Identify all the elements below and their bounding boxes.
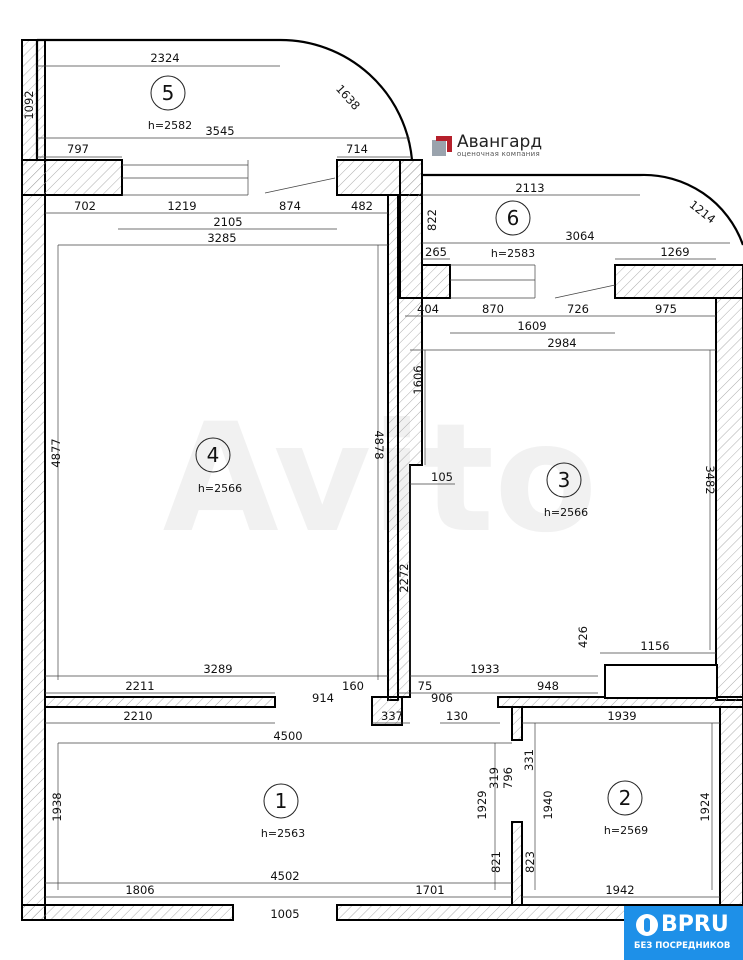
- watermark: Avito: [163, 392, 598, 566]
- room-4: 4 h=2566: [195, 437, 242, 495]
- dim-label: 426: [576, 626, 590, 648]
- dim-label: 4502: [270, 869, 299, 883]
- room-1: 1 h=2563: [261, 783, 305, 840]
- room-height: h=2563: [261, 827, 305, 840]
- dim-label: 2105: [213, 215, 242, 229]
- dim-label: 4500: [273, 729, 302, 743]
- dim-label: 3285: [207, 231, 236, 245]
- dim-label: 2211: [125, 679, 154, 693]
- dim-label: 319: [487, 767, 501, 789]
- room-number: 3: [558, 468, 571, 492]
- dim-label: 1701: [415, 883, 444, 897]
- dim-label: 2984: [547, 336, 576, 350]
- avangard-logo-icon: [432, 136, 452, 156]
- dim-label: 1806: [125, 883, 154, 897]
- dim-label: 1606: [411, 365, 425, 394]
- dim-label: 797: [67, 142, 89, 156]
- dim-label: 1939: [607, 709, 636, 723]
- dim-label: 1005: [270, 907, 299, 921]
- dim-label: 823: [523, 851, 537, 873]
- dim-label: 2272: [397, 563, 411, 592]
- logo-title: Авангард: [457, 132, 543, 152]
- dim-label: 714: [346, 142, 368, 156]
- badge-title: BPRU: [661, 912, 729, 937]
- dimension-labels: 2324 1092 1638 3545 797 714 702 1219 874…: [22, 51, 718, 921]
- dim-label: 3545: [205, 124, 234, 138]
- room-number: 2: [619, 786, 632, 810]
- dim-label: 821: [489, 851, 503, 873]
- dim-label: 160: [342, 679, 364, 693]
- room-height: h=2569: [604, 824, 648, 837]
- room-5: 5 h=2582: [148, 75, 192, 132]
- dim-label: 2324: [150, 51, 179, 65]
- room-6: 6 h=2583: [491, 200, 535, 260]
- dim-label: 265: [425, 245, 447, 259]
- dim-label: 4877: [49, 438, 63, 467]
- dim-label: 975: [655, 302, 677, 316]
- dim-label: 914: [312, 691, 334, 705]
- dim-label: 1609: [517, 319, 546, 333]
- room-height: h=2582: [148, 119, 192, 132]
- badge-subtitle: БЕЗ ПОСРЕДНИКОВ: [634, 941, 731, 951]
- walls: [21, 38, 743, 921]
- dim-label: 3289: [203, 662, 232, 676]
- dim-label: 3482: [703, 465, 717, 494]
- dim-label: 1940: [541, 790, 555, 819]
- dim-label: 337: [381, 709, 403, 723]
- dim-label: 1638: [333, 82, 363, 113]
- dim-label: 75: [418, 679, 433, 693]
- dim-label: 331: [522, 749, 536, 771]
- avangard-logo: Авангард оценочная компания: [432, 134, 542, 158]
- dim-label: 1929: [475, 790, 489, 819]
- dim-label: 822: [425, 209, 439, 231]
- room-number: 1: [275, 789, 288, 813]
- dim-label: 1924: [698, 792, 712, 821]
- dim-label: 3064: [565, 229, 594, 243]
- dim-label: 906: [431, 691, 453, 705]
- room-number: 5: [162, 81, 175, 105]
- dim-label: 1156: [640, 639, 669, 653]
- dim-label: 105: [431, 470, 453, 484]
- room-number: 4: [207, 443, 220, 467]
- dim-label: 1219: [167, 199, 196, 213]
- dim-label: 874: [279, 199, 301, 213]
- dim-label: 702: [74, 199, 96, 213]
- dim-label: 1938: [50, 792, 64, 821]
- dim-label: 482: [351, 199, 373, 213]
- bpru-badge: BPRU БЕЗ ПОСРЕДНИКОВ: [624, 906, 743, 960]
- dim-label: 2210: [123, 709, 152, 723]
- people-key-icon: [636, 913, 658, 936]
- dim-label: 130: [446, 709, 468, 723]
- dim-label: 2113: [515, 181, 544, 195]
- dim-label: 1933: [470, 662, 499, 676]
- room-height: h=2583: [491, 247, 535, 260]
- dim-label: 404: [417, 302, 439, 316]
- dim-label: 1269: [660, 245, 689, 259]
- dim-label: 1942: [605, 883, 634, 897]
- room-height: h=2566: [544, 506, 588, 519]
- dim-label: 796: [501, 767, 515, 789]
- room-number: 6: [507, 206, 520, 230]
- dim-label: 870: [482, 302, 504, 316]
- dim-label: 726: [567, 302, 589, 316]
- dim-label: 948: [537, 679, 559, 693]
- logo-subtitle: оценочная компания: [457, 150, 541, 158]
- dimension-lines: [37, 65, 730, 898]
- dim-label: 1092: [22, 90, 36, 119]
- dim-label: 4878: [372, 430, 386, 459]
- room-height: h=2566: [198, 482, 242, 495]
- room-3: 3 h=2566: [544, 462, 588, 519]
- room-2: 2 h=2569: [604, 780, 648, 837]
